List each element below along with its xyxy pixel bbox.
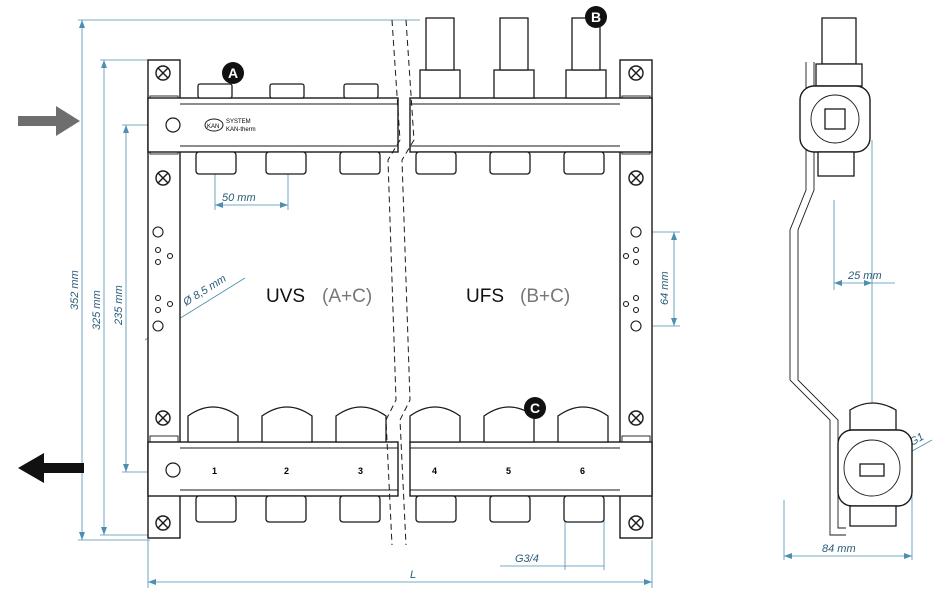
dim-hole-diameter: Ø 8,5 mm (180, 273, 228, 309)
return-outlet-connectors (195, 495, 605, 523)
outlet-number: 5 (506, 466, 511, 476)
top-vent-fittings (197, 83, 379, 99)
outlet-number: 1 (212, 466, 217, 476)
dim-thread: G3/4 (515, 553, 539, 565)
mounting-screws (155, 65, 644, 531)
return-valve-caps (187, 406, 609, 443)
outlet-number: 2 (284, 466, 289, 476)
supply-outlet-connectors (195, 151, 605, 175)
marker-b: B (585, 6, 607, 28)
break-lines (385, 19, 415, 546)
flow-meters (419, 17, 607, 99)
svg-text:B: B (591, 9, 601, 25)
outlet-number: 3 (358, 466, 363, 476)
arrow-left-icon (18, 453, 84, 483)
dim-hole-spacing: 64 mm (659, 271, 671, 305)
arrow-right-icon (18, 106, 80, 136)
uvs-label: UVS (266, 286, 305, 307)
brand-logo: KAN SYSTEM KAN-therm (204, 118, 256, 133)
dim-side-offset: 25 mm (847, 270, 882, 282)
outlet-numbers: 1 2 3 4 5 6 (212, 466, 585, 476)
marker-a: A (222, 62, 244, 84)
return-manifold-bar (147, 441, 653, 497)
side-view (789, 17, 913, 536)
brand-line-1: SYSTEM (226, 119, 251, 125)
dim-spacing: 50 mm (222, 192, 256, 204)
dim-axis-distance: 235 mm (113, 285, 125, 326)
dim-total-height: 352 mm (69, 270, 81, 310)
dim-bracket-height: 325 mm (91, 290, 103, 330)
dim-side-depth: 84 mm (822, 543, 856, 555)
uvs-detail: (A+C) (322, 286, 372, 307)
supply-manifold-bar (147, 97, 653, 153)
air-vent-symbols (165, 117, 181, 478)
dim-length: L (410, 569, 416, 581)
outlet-number: 6 (580, 466, 585, 476)
svg-text:C: C (530, 400, 540, 416)
ufs-label: UFS (466, 286, 504, 307)
bracket-holes (152, 226, 642, 332)
brand-logo-mark: KAN (207, 124, 219, 130)
svg-text:A: A (228, 65, 238, 81)
outlet-number: 4 (432, 466, 437, 476)
brand-line-2: KAN-therm (226, 127, 256, 133)
ufs-detail: (B+C) (520, 286, 570, 307)
marker-c: C (524, 397, 546, 419)
